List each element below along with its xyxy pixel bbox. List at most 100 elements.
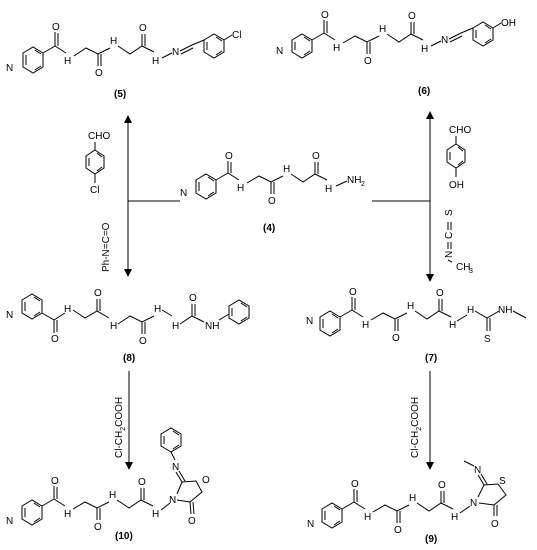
amide-nh: H (333, 43, 340, 54)
reagent-cho: CHO (88, 131, 110, 142)
compound-4: N O H O H O H NH 2 (4) (180, 151, 365, 234)
reagent-cho: CHO (449, 125, 471, 136)
amide-nh: H (64, 304, 71, 315)
carbonyl-oxygen: O (364, 56, 372, 67)
reagent-phenyl-isocyanate: Ph-N=C=O (101, 222, 112, 272)
hydrazide-nh: H (449, 320, 456, 331)
ring-carbonyl-oxygen: O (188, 516, 196, 527)
amide-nh: H (110, 321, 117, 332)
carbonyl-oxygen: O (312, 151, 320, 162)
methylamine-nh: NH (498, 305, 512, 316)
imine-nitrogen: N (474, 465, 481, 476)
amide-nh: H (409, 493, 416, 504)
compound-number: (6) (418, 86, 430, 97)
pyridine-nitrogen: N (306, 316, 313, 327)
amide-nh: H (109, 490, 116, 501)
compound-9: N O H O H O H N O S N (9) (307, 460, 507, 545)
amide-nh: H (283, 164, 290, 175)
reagent-s: S (444, 209, 455, 216)
hydrazide-nh: H (172, 321, 179, 332)
reagent-methyl-isothiocyanate: S C N CH 3 (444, 209, 473, 275)
hydrazide-nh: H (154, 304, 161, 315)
compound-number: (7) (425, 353, 437, 364)
carbonyl-oxygen: O (51, 476, 59, 487)
carbonyl-oxygen: O (408, 11, 416, 22)
compound-number: (9) (425, 534, 437, 545)
pyridine-nitrogen: N (6, 63, 13, 74)
carbonyl-oxygen: O (52, 22, 60, 33)
carbonyl-oxygen: O (139, 336, 147, 347)
compound-number: (5) (114, 89, 126, 100)
hydroxy-substituent: OH (501, 18, 516, 29)
terminal-amine: NH (347, 175, 361, 186)
left-arrows: CHO Cl Ph-N=C=O (85, 115, 180, 277)
imine-nitrogen: N (172, 462, 179, 473)
amide-nh: H (64, 56, 71, 67)
ring-carbonyl-oxygen: O (491, 519, 499, 530)
hydrazide-nh: H (467, 305, 474, 316)
compound-7: N O H O H O H H S NH (7) (306, 287, 527, 364)
compound-10: N O H O H O H N O O N (10) (6, 427, 210, 542)
amide-nh: H (110, 36, 117, 47)
urea-oxygen: O (189, 293, 197, 304)
carbonyl-oxygen: O (51, 334, 59, 345)
amide-nh: H (362, 320, 369, 331)
thiocarbonyl-sulfur: S (484, 334, 491, 345)
carbonyl-oxygen: O (94, 522, 102, 533)
reagent-c: C (444, 232, 455, 239)
carbonyl-oxygen: O (268, 196, 276, 207)
urea-nh: NH (205, 321, 219, 332)
ring-oxygen: O (202, 475, 210, 486)
reagent-ch: CH (456, 262, 470, 273)
carbonyl-oxygen: O (321, 10, 329, 21)
reagent-oh: OH (449, 180, 464, 191)
reagent-hydroxybenzaldehyde: CHO OH (446, 125, 471, 191)
compound-number: (10) (115, 531, 133, 542)
lower-arrows: Cl-CH2COOH Cl-CH2COOH (114, 371, 434, 470)
reagent-chloroacetic-right: Cl-CH2COOH (410, 397, 423, 458)
right-arrows: CHO OH S C N CH 3 (372, 111, 473, 282)
pyridine-nitrogen: N (180, 188, 187, 199)
pyridine-nitrogen: N (307, 519, 314, 530)
reagent-ch-sub: 3 (469, 268, 473, 275)
carbonyl-oxygen: O (394, 525, 402, 536)
compound-number: (8) (123, 353, 135, 364)
reagent-chlorobenzaldehyde: CHO Cl (85, 131, 110, 196)
hydrazone-nitrogen: N (172, 47, 179, 58)
amide-nh: H (364, 512, 371, 523)
reagent-n: N (444, 251, 455, 258)
ring-sulfur: S (499, 476, 506, 487)
compound-number: (4) (263, 223, 275, 234)
compound-6: N O H O H O H N OH (6) (276, 10, 516, 97)
amide-nh: H (407, 301, 414, 312)
compound-8: N O H O H O H H O NH (8) (6, 288, 250, 364)
ring-nitrogen: N (169, 495, 176, 506)
carbonyl-oxygen: O (139, 23, 147, 34)
carbonyl-oxygen: O (349, 287, 357, 298)
hydrazone-nh: H (152, 56, 159, 67)
reagent-cl: Cl (90, 185, 99, 196)
carbonyl-oxygen: O (94, 288, 102, 299)
amide-nh: H (379, 24, 386, 35)
carbonyl-oxygen: O (138, 477, 146, 488)
chloro-substituent: Cl (232, 30, 241, 41)
pyridine-nitrogen: N (6, 310, 13, 321)
amide-nh: H (64, 509, 71, 520)
carbonyl-oxygen: O (351, 479, 359, 490)
amine-subscript: 2 (361, 181, 365, 188)
carbonyl-oxygen: O (392, 333, 400, 344)
carbonyl-oxygen: O (436, 288, 444, 299)
carbonyl-oxygen: O (438, 480, 446, 491)
hydrazide-nh: H (152, 509, 159, 520)
hydrazide-nh: H (325, 184, 332, 195)
compound-5: N O H O H O H N Cl (5) (6, 22, 241, 100)
carbonyl-oxygen: O (95, 68, 103, 79)
hydrazone-nitrogen: N (441, 35, 448, 46)
reagent-chloroacetic-left: Cl-CH2COOH (114, 397, 127, 458)
pyridine-nitrogen: N (276, 46, 283, 57)
ring-nitrogen: N (470, 498, 477, 509)
amide-nh: H (237, 183, 244, 194)
carbonyl-oxygen: O (225, 151, 233, 162)
pyridine-nitrogen: N (6, 516, 13, 527)
